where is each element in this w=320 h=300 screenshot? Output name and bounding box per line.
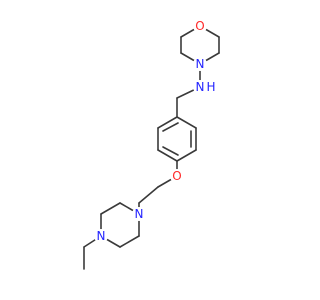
bond — [162, 122, 179, 132]
bond — [176, 149, 197, 162]
bond — [162, 146, 179, 156]
morpholine-oxygen-label: O — [195, 19, 204, 33]
bond — [138, 186, 159, 204]
morpholine-nitrogen-label: N — [196, 57, 205, 71]
ether-oxygen-label: O — [172, 169, 181, 183]
molecule-diagram: O N N H O N N — [83, 19, 220, 270]
bond — [100, 202, 121, 215]
bond-lines — [83, 25, 220, 270]
bond — [176, 116, 197, 129]
bond — [157, 116, 178, 129]
bond — [157, 149, 178, 162]
piperazine-n1-label: N — [135, 207, 144, 221]
bond — [119, 235, 140, 248]
structure-svg: O N N H O N N — [83, 19, 220, 270]
amine-hydrogen-label: H — [206, 80, 215, 94]
amine-nitrogen-label: N — [196, 80, 205, 94]
piperazine-n4-label: N — [97, 229, 106, 243]
atom-labels: O N N H O N N — [94, 19, 216, 243]
